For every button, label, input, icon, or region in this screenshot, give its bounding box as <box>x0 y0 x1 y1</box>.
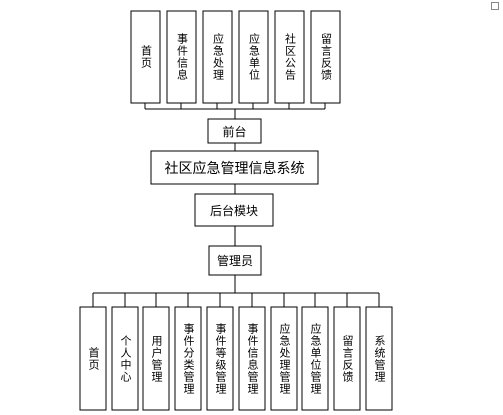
frontend-module-home: 首页 <box>139 45 153 69</box>
admin-module-event-info: 事件信息管理 <box>246 322 259 395</box>
admin-module-box-user-management <box>142 306 170 411</box>
frontend-module-emergency-handling: 应急处理 <box>211 33 225 81</box>
frontend-module-announcement: 社区公告 <box>283 33 297 81</box>
admin-module-emergency-unit: 应急单位管理 <box>309 322 322 395</box>
frontend-label: 前台 <box>222 124 247 139</box>
admin-module-home: 首页 <box>87 346 100 371</box>
admin-module-box-feedback <box>333 306 361 411</box>
admin-module-feedback: 留言反馈 <box>341 334 354 383</box>
admin-module-box-event-category <box>174 306 202 411</box>
admin-module-box-emergency-unit <box>301 306 329 411</box>
admin-module-box-emergency-handling <box>270 306 298 411</box>
frontend-module-box-home <box>130 10 161 104</box>
admin-module-box-event-level <box>206 306 234 411</box>
admin-module-box-home <box>79 306 107 411</box>
backend-box <box>194 193 274 227</box>
frontend-module-emergency-unit: 应急单位 <box>247 33 261 81</box>
admin-module-box-system-management <box>365 306 393 411</box>
frontend-module-box-feedback <box>310 10 341 104</box>
admin-module-system-management: 系统管理 <box>373 334 386 383</box>
admin-module-personal-center: 个人中心 <box>119 334 132 383</box>
corner-mark <box>491 2 499 10</box>
admin-module-emergency-handling: 应急处理管理 <box>278 322 291 395</box>
admin-box <box>208 245 262 276</box>
frontend-module-feedback: 留言反馈 <box>319 33 333 81</box>
frontend-module-box-event-info <box>166 10 197 104</box>
frontend-box <box>207 118 262 144</box>
frontend-module-box-emergency-unit <box>238 10 269 104</box>
system-title: 社区应急管理信息系统 <box>164 160 305 177</box>
admin-module-box-event-info <box>238 306 266 411</box>
admin-module-event-level: 事件等级管理 <box>214 322 227 395</box>
frontend-module-event-info: 事件信息 <box>175 33 189 81</box>
admin-module-box-personal-center <box>111 306 139 411</box>
system-title-box <box>150 150 319 185</box>
admin-label: 管理员 <box>216 254 253 268</box>
backend-label: 后台模块 <box>209 203 258 218</box>
admin-module-user-management: 用户管理 <box>150 334 163 383</box>
admin-module-event-category: 事件分类管理 <box>182 322 195 395</box>
